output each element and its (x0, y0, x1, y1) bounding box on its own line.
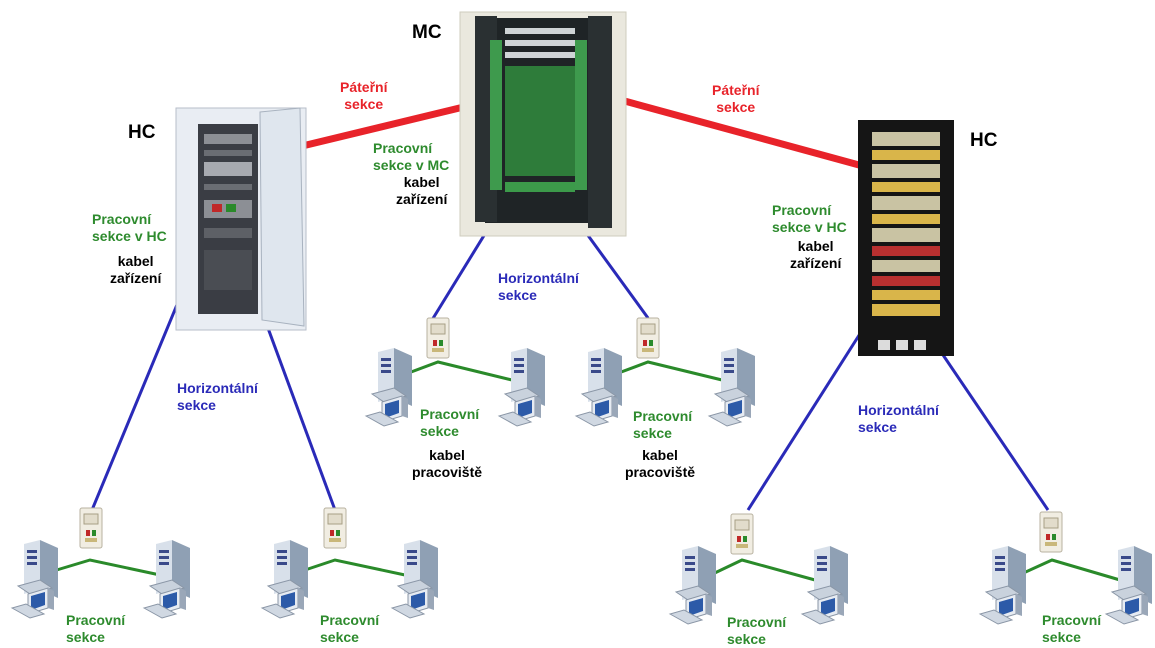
wall-outlet (730, 513, 754, 555)
work-cable (394, 360, 513, 382)
work-cable (699, 558, 816, 582)
wall-outlet (636, 317, 660, 359)
computer-icon (708, 347, 756, 427)
wall-outlet (79, 507, 103, 549)
hc-rack-left (175, 107, 307, 331)
computer-icon (979, 545, 1027, 625)
wall-outlet (1039, 511, 1063, 553)
computer-icon (498, 347, 546, 427)
hc-left-title: HC (128, 122, 156, 143)
hc-right-title: HC (970, 130, 998, 151)
hc-rack-right (858, 120, 954, 356)
computer-icon (365, 347, 413, 427)
computer-icon (801, 545, 849, 625)
computer-icon (261, 539, 309, 619)
computer-icon (575, 347, 623, 427)
mc-title: MC (412, 22, 442, 43)
wall-outlet (323, 507, 347, 549)
computer-icon (143, 539, 191, 619)
backbone-line-right (609, 93, 871, 172)
work-cable (604, 360, 723, 382)
horizontal-line (746, 317, 872, 511)
computer-icon (669, 545, 717, 625)
computer-icon (1105, 545, 1153, 625)
computer-icon (11, 539, 59, 619)
computer-icon (391, 539, 439, 619)
wall-outlet (426, 317, 450, 359)
mc-rack (459, 11, 627, 237)
